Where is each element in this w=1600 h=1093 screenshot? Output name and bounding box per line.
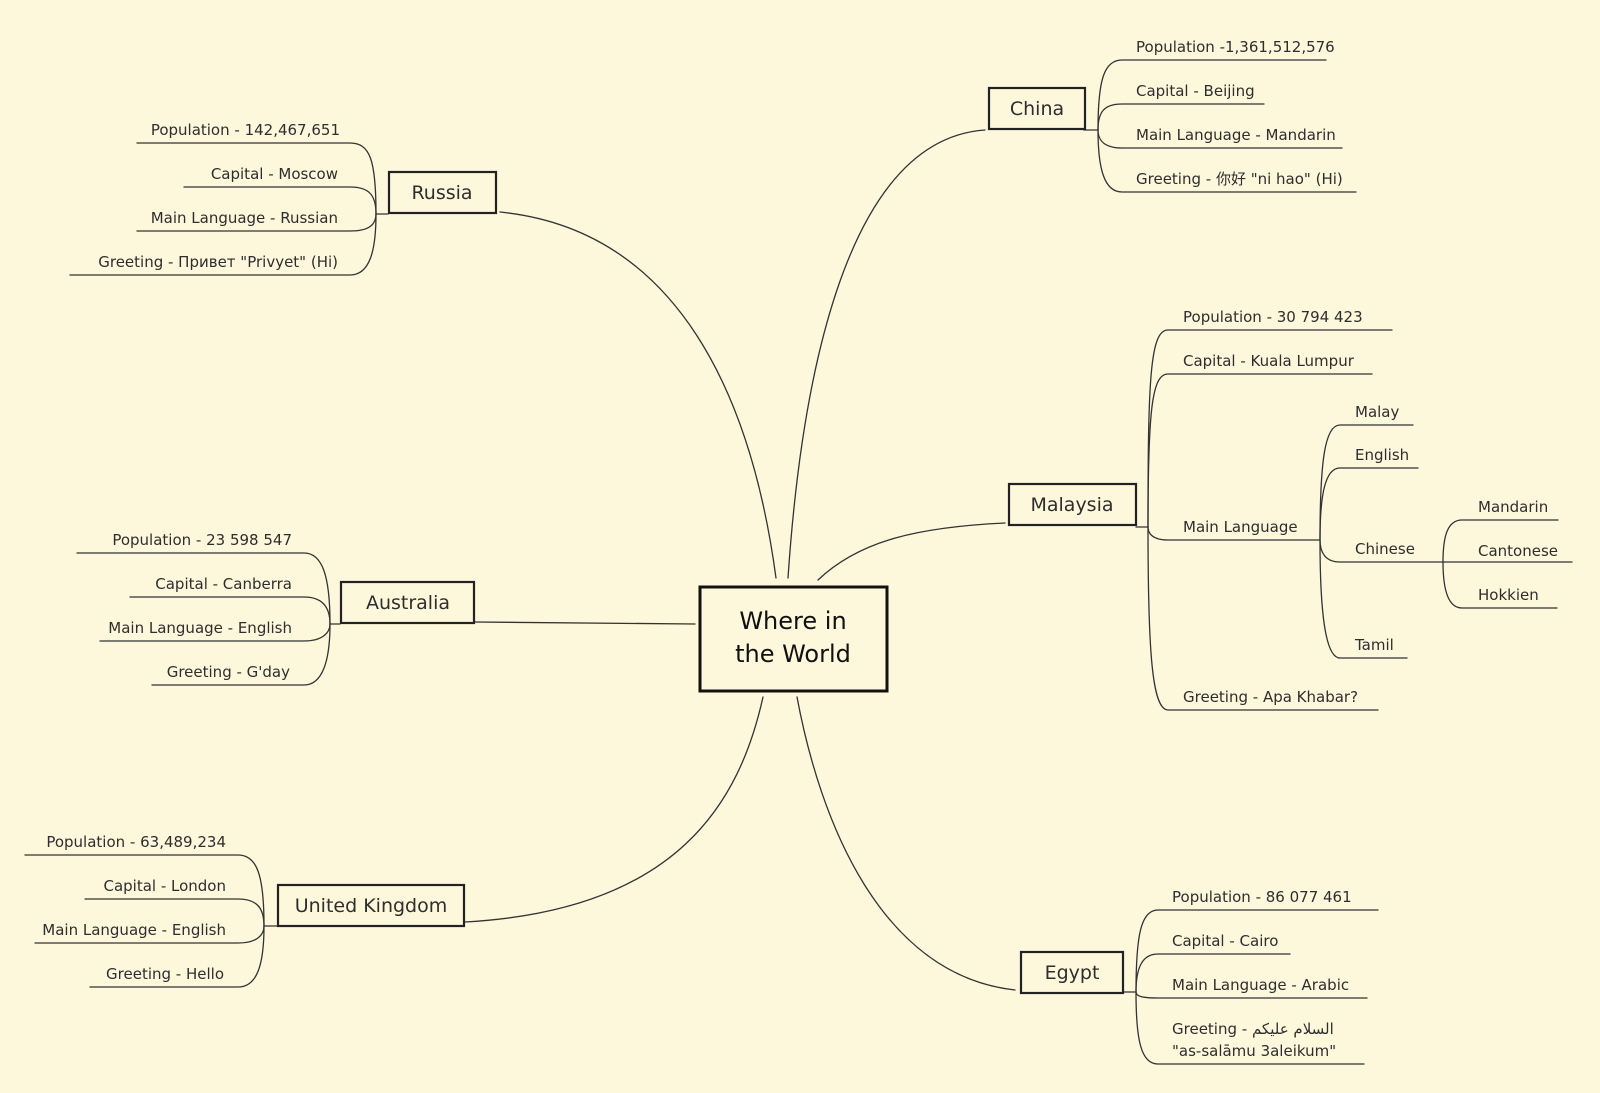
russia-leaf-line-capital (183, 186, 377, 215)
russia-leaf-line-greeting (69, 213, 377, 276)
malaysia-dialect-hokkien: Hokkien (1478, 586, 1539, 604)
australia-language: Main Language - English (108, 619, 292, 637)
australia-leaf-line-population (76, 552, 331, 625)
node-china[interactable]: China (987, 86, 1087, 131)
egypt-greeting-line2: "as-salāmu 3aleikum" (1172, 1042, 1336, 1060)
egypt-population: Population - 86 077 461 (1172, 888, 1352, 906)
uk-leaf-line-greeting (89, 925, 265, 988)
china-language: Main Language - Mandarin (1136, 126, 1336, 144)
china-label: China (1010, 98, 1064, 120)
malaysia-dialect-line-mandarin (1442, 519, 1559, 563)
branch-australia: Population - 23 598 547 Capital - Canber… (76, 531, 476, 686)
china-leaf-line-population (1097, 59, 1327, 131)
russia-leaf-line-population (136, 142, 377, 215)
malaysia-lang-tamil: Tamil (1354, 636, 1394, 654)
connector-uk (464, 696, 764, 923)
malaysia-lang-english: English (1355, 446, 1409, 464)
uk-leaf-line-capital (84, 898, 265, 927)
node-egypt[interactable]: Egypt (1019, 950, 1125, 995)
russia-capital: Capital - Moscow (211, 165, 338, 183)
connector-russia (499, 211, 777, 579)
malaysia-lang-line-tamil (1319, 539, 1408, 659)
branch-egypt: Population - 86 077 461 Capital - Cairo … (1019, 888, 1379, 1065)
malaysia-lang-malay: Malay (1355, 403, 1399, 421)
central-topic-box (698, 585, 889, 693)
russia-label: Russia (411, 182, 472, 204)
australia-capital: Capital - Canberra (155, 575, 292, 593)
uk-leaf-line-population (24, 854, 265, 927)
malaysia-capital: Capital - Kuala Lumpur (1183, 352, 1355, 370)
australia-leaf-line-greeting (151, 623, 331, 686)
china-capital: Capital - Beijing (1136, 82, 1255, 100)
egypt-capital: Capital - Cairo (1172, 932, 1278, 950)
malaysia-leaf-line-capital (1147, 373, 1373, 528)
russia-box (387, 170, 498, 215)
uk-box (276, 883, 466, 928)
branch-malaysia: Population - 30 794 423 Capital - Kuala … (1007, 308, 1573, 711)
branch-russia: Population - 142,467,651 Capital - Mosco… (69, 121, 498, 276)
uk-greeting: Greeting - Hello (106, 965, 224, 983)
uk-language: Main Language - English (42, 921, 226, 939)
australia-box (339, 580, 476, 625)
russia-language: Main Language - Russian (151, 209, 338, 227)
malaysia-language: Main Language (1183, 518, 1298, 536)
egypt-greeting-line1: Greeting - السلام عليكم (1172, 1020, 1334, 1038)
branch-china: Population -1,361,512,576 Capital - Beij… (987, 38, 1357, 193)
russia-population: Population - 142,467,651 (151, 121, 340, 139)
connector-australia (474, 621, 696, 625)
china-leaf-line-capital (1097, 103, 1265, 131)
uk-label: United Kingdom (295, 895, 448, 917)
australia-population: Population - 23 598 547 (112, 531, 292, 549)
connector-egypt (796, 696, 1016, 991)
node-uk[interactable]: United Kingdom (276, 883, 466, 928)
malaysia-greeting: Greeting - Apa Khabar? (1183, 688, 1358, 706)
china-box (987, 86, 1087, 131)
uk-population: Population - 63,489,234 (46, 833, 226, 851)
australia-label: Australia (366, 592, 450, 614)
egypt-leaf-line-greeting (1135, 991, 1365, 1065)
uk-capital: Capital - London (103, 877, 226, 895)
australia-greeting: Greeting - G'day (167, 663, 290, 681)
egypt-leaf-line-capital (1135, 953, 1291, 993)
egypt-leaf-line-population (1135, 909, 1379, 993)
branch-uk: Population - 63,489,234 Capital - London… (24, 833, 466, 988)
connector-china (787, 129, 986, 579)
malaysia-dialect-line-hokkien (1442, 561, 1558, 609)
central-topic-line1: Where in (739, 607, 846, 635)
egypt-box (1019, 950, 1125, 995)
central-topic[interactable]: Where in the World (698, 585, 889, 693)
australia-leaf-line-capital (129, 596, 331, 625)
main-connectors (464, 129, 1016, 991)
central-topic-line2: the World (735, 640, 851, 668)
china-population: Population -1,361,512,576 (1136, 38, 1335, 56)
malaysia-population: Population - 30 794 423 (1183, 308, 1363, 326)
malaysia-label: Malaysia (1030, 494, 1113, 516)
china-greeting: Greeting - 你好 "ni hao" (Hi) (1136, 170, 1343, 188)
malaysia-lang-line-english (1319, 467, 1419, 541)
malaysia-lang-chinese: Chinese (1355, 540, 1415, 558)
malaysia-dialect-cantonese: Cantonese (1478, 542, 1558, 560)
malaysia-box (1007, 482, 1138, 527)
russia-greeting: Greeting - Привет "Privyet" (Hi) (98, 253, 338, 271)
node-australia[interactable]: Australia (339, 580, 476, 625)
malaysia-lang-line-malay (1319, 424, 1414, 541)
china-leaf-line-greeting (1097, 129, 1357, 193)
malaysia-leaf-line-greeting (1147, 526, 1379, 711)
connector-malaysia (817, 522, 1006, 581)
egypt-label: Egypt (1045, 962, 1100, 984)
node-malaysia[interactable]: Malaysia (1007, 482, 1138, 527)
malaysia-dialect-mandarin: Mandarin (1478, 498, 1548, 516)
egypt-language: Main Language - Arabic (1172, 976, 1349, 994)
node-russia[interactable]: Russia (387, 170, 498, 215)
